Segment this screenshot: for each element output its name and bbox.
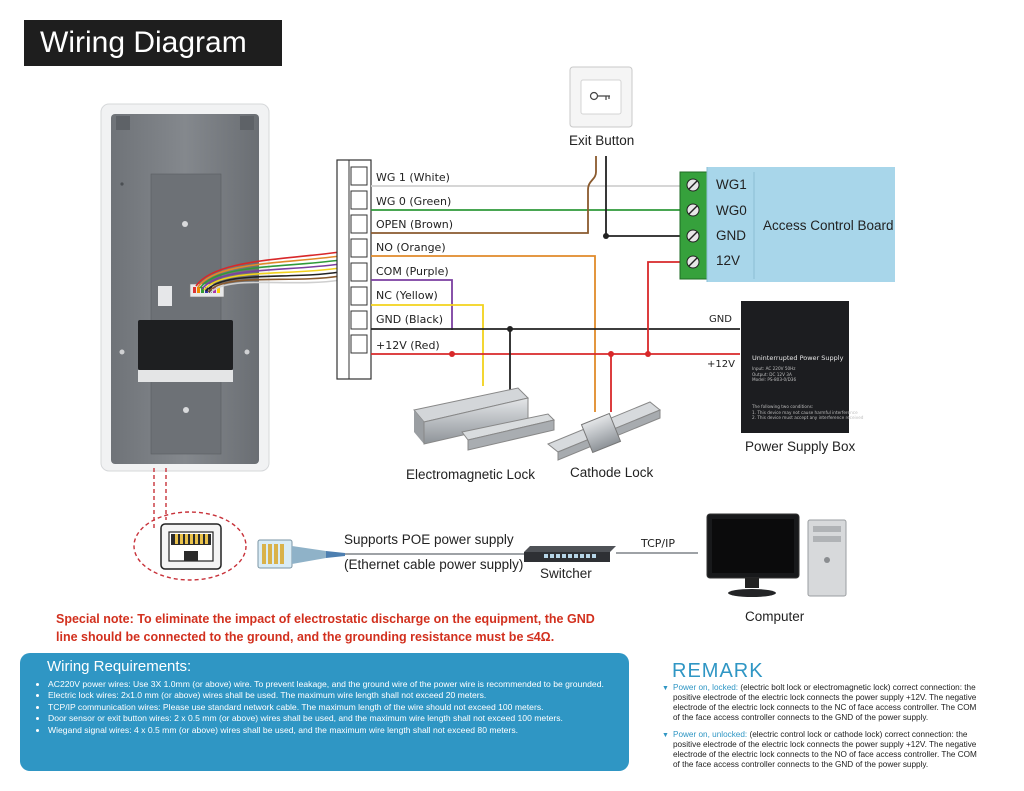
remark-title: REMARK [672, 660, 764, 682]
triangle-bullet-icon: ▼ [662, 732, 669, 739]
terminal-label-nc: NC (Yellow) [376, 289, 438, 302]
rj45-plug [257, 539, 345, 569]
psu-box-specs: Input: AC 220V 50Hz Output: DC 12V 3A Mo… [752, 366, 796, 383]
terminal-label-wg0: WG 0 (Green) [376, 195, 452, 208]
psu-box-notice: The following two conditions: 1. This de… [752, 404, 863, 421]
requirement-item: AC220V power wires: Use 3X 1.0mm (or abo… [48, 679, 628, 690]
exit-button-device [569, 66, 633, 128]
psu-spec-line: Model: PS-803-0/D36 [752, 377, 797, 383]
acb-terminal-12v: 12V [716, 253, 741, 268]
cathode-lock-caption: Cathode Lock [570, 465, 654, 480]
remark-item-head: Power on, unlocked: [673, 730, 748, 739]
wire-acb-12v [647, 261, 680, 354]
psu-notice-title: The following two conditions: [752, 404, 814, 409]
wires [371, 156, 740, 412]
title-banner: Wiring Diagram [24, 20, 282, 66]
terminal-label-no: NO (Orange) [376, 241, 446, 254]
poe-label: Supports POE power supply [344, 532, 514, 547]
psu-notice-line: 2. This device must accept any interfere… [752, 415, 864, 421]
special-note: Special note: To eliminate the impact of… [56, 612, 595, 644]
computer [706, 513, 847, 597]
poe-sublabel: (Ethernet cable power supply) [344, 557, 524, 572]
wire-no-orange [371, 255, 596, 412]
psu-gnd-label: GND [709, 314, 732, 325]
terminal-label-com: COM (Purple) [376, 265, 449, 278]
terminal-block [336, 159, 372, 380]
acb-terminal-gnd: GND [716, 228, 746, 243]
remark-item-head: Power on, locked: [673, 683, 739, 692]
acb-terminal-wg1: WG1 [716, 177, 747, 192]
rj45-callout [133, 468, 247, 581]
wiring-diagram [100, 66, 895, 597]
wire-exit-gnd [605, 156, 680, 237]
cable-bundle [195, 251, 341, 294]
page-title: Wiring Diagram [40, 26, 247, 59]
switcher-caption: Switcher [540, 566, 592, 581]
face-access-controller [100, 103, 270, 472]
wiring-requirements-title: Wiring Requirements: [47, 658, 192, 675]
terminal-label-12v: +12V (Red) [376, 339, 440, 352]
junction-dots [449, 233, 651, 357]
em-lock-caption: Electromagnetic Lock [406, 467, 536, 482]
cathode-lock [547, 401, 661, 461]
terminal-label-open: OPEN (Brown) [376, 218, 454, 231]
psu-spec-line: Input: AC 220V 50Hz [752, 366, 796, 371]
remark-item-body: (electric control lock or cathode lock) … [673, 730, 977, 769]
requirement-item: Electric lock wires: 2x1.0 mm (or above)… [48, 690, 628, 701]
access-control-board [679, 167, 895, 282]
requirement-item: Door sensor or exit button wires: 2 x 0.… [48, 713, 628, 724]
psu-notice-line: 1. This device may not cause harmful int… [752, 409, 858, 415]
acb-terminal-wg0: WG0 [716, 203, 747, 218]
computer-caption: Computer [745, 609, 805, 624]
wire-com-purple [371, 279, 453, 330]
wire-nc-yellow [371, 304, 484, 386]
power-supply-caption: Power Supply Box [745, 439, 856, 454]
terminal-label-gnd: GND (Black) [376, 313, 444, 326]
electromagnetic-lock [413, 387, 555, 451]
requirement-item: Wiegand signal wires: 4 x 0.5 mm (or abo… [48, 725, 628, 736]
wiring-requirements-panel: Wiring Requirements: AC220V power wires:… [20, 653, 629, 771]
terminal-label-wg1: WG 1 (White) [376, 171, 450, 184]
requirement-item: TCP/IP communication wires: Please use s… [48, 702, 628, 713]
psu-spec-line: Output: DC 12V 3A [752, 371, 792, 377]
access-control-board-label: Access Control Board [763, 218, 894, 233]
remark-list: ▼ Power on, locked: (electric bolt lock o… [662, 683, 980, 777]
remark-item: ▼ Power on, locked: (electric bolt lock o… [662, 683, 980, 723]
exit-button-caption: Exit Button [569, 133, 635, 148]
power-supply-box [741, 301, 849, 433]
psu-box-title: Uninterrupted Power Supply [752, 354, 844, 362]
remark-item: ▼ Power on, unlocked: (electric control l… [662, 730, 980, 770]
network-switch [524, 546, 616, 562]
wiring-requirements-list: AC220V power wires: Use 3X 1.0mm (or abo… [34, 679, 628, 736]
triangle-bullet-icon: ▼ [662, 685, 669, 692]
tcpip-label: TCP/IP [641, 537, 675, 550]
wire-open-brown [371, 156, 597, 234]
psu-12v-label: +12V [707, 359, 735, 370]
remark-item-body: (electric bolt lock or electromagnetic l… [673, 683, 977, 722]
